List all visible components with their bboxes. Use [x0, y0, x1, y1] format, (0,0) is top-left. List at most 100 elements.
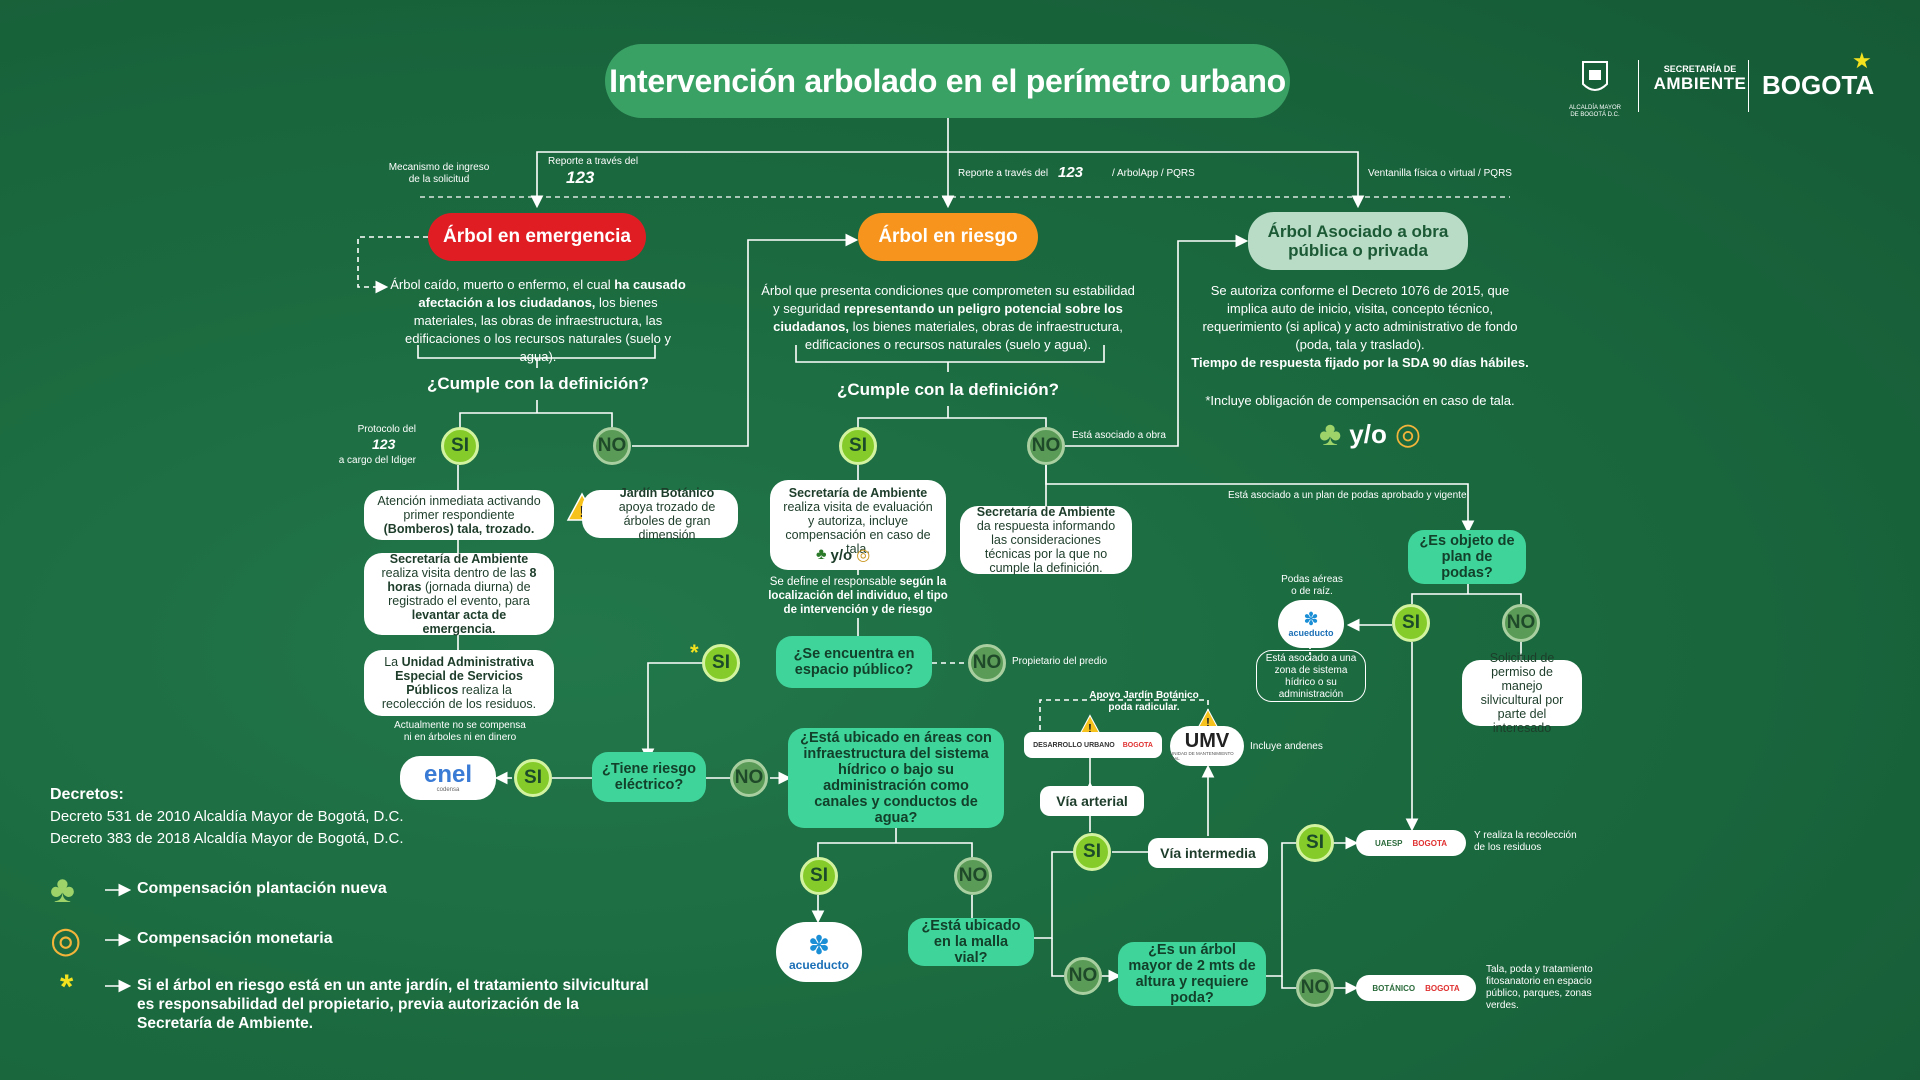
tree-icon: ♣	[1318, 414, 1342, 453]
header-divider	[1748, 60, 1749, 112]
star-icon: ★	[1852, 48, 1872, 73]
owner-label: Propietario del predio	[1012, 656, 1108, 667]
risk-si-bold: Secretaría de Ambiente	[788, 486, 928, 500]
intake-window-label: Ventanilla física o virtual / PQRS	[1368, 168, 1512, 179]
risk-desc-post: los bienes materiales, obras de infraest…	[804, 319, 1123, 352]
pruning-no-circle: NO	[1502, 604, 1540, 642]
protocol-label: Protocolo del	[357, 424, 416, 435]
andenes-label: Incluye andenes	[1250, 741, 1323, 752]
risk-no-circle: NO	[1027, 427, 1065, 465]
enel-label: enel	[423, 761, 473, 788]
jardin-rest: apoya trozado de árboles de gran dimensi…	[618, 500, 716, 542]
works-description: Se autoriza conforme el Decreto 1076 de …	[1190, 282, 1530, 372]
uaesp-note: Y realiza la recolección de los residuos	[1474, 830, 1577, 853]
risk-si-box: Secretaría de Ambiente realiza visita de…	[770, 480, 946, 570]
road-question: ¿Está ubicado en la malla vial?	[908, 918, 1034, 966]
firefighters-text: Atención inmediata activando primer resp…	[374, 494, 544, 536]
firefighters-pre: Atención inmediata activando primer resp…	[377, 494, 541, 522]
alcaldia-logo: ALCALDÍA MAYOR DE BOGOTÁ D.C.	[1565, 58, 1625, 118]
frog-icon: ✽	[1303, 609, 1319, 629]
works-note: *Incluye obligación de compensación en c…	[1205, 393, 1515, 408]
aereas-label: Podas aéreas o de raíz.	[1281, 574, 1343, 597]
height-question: ¿Es un árbol mayor de 2 mts de altura y …	[1118, 942, 1266, 1006]
works-desc: Se autoriza conforme el Decreto 1076 de …	[1202, 283, 1518, 352]
asociado-plan-label: Está asociado a un plan de podas aprobad…	[1228, 490, 1467, 501]
uaesp-t1: La	[384, 655, 402, 669]
risk-desc-bold: representando un peligro potencial sobre…	[773, 301, 1123, 334]
acueducto-label: acueducto	[1288, 628, 1334, 638]
risk-question: ¿Cumple con la definición?	[837, 380, 1059, 399]
secretaria-small-label: SECRETARÍA DE	[1663, 64, 1737, 74]
public-space-si-circle: SI	[702, 644, 740, 682]
emergency-desc-post: los bienes materiales, las obras de infr…	[405, 295, 671, 364]
svg-text:!: !	[1088, 722, 1092, 735]
sda-visit-text: Secretaría de Ambiente realiza visita de…	[374, 552, 544, 636]
badge-123-icon: 123	[372, 436, 396, 452]
umv-sub: UNIDAD DE MANTENIMIENTO VIAL	[1170, 751, 1234, 761]
coat-of-arms-icon	[1582, 61, 1608, 91]
coins-icon: ◎	[1394, 417, 1422, 451]
legend-money: Compensación monetaria	[137, 930, 333, 947]
jardin-label: BOTÁNICO	[1372, 983, 1416, 993]
uaesp-t2: realiza la recolección de los residuos.	[381, 683, 537, 711]
risk-si-circle: SI	[839, 427, 877, 465]
svg-text:!: !	[1206, 716, 1210, 729]
risk-desc-pre: Árbol que presenta condiciones que compr…	[761, 283, 1135, 316]
asterisk-icon: *	[690, 640, 699, 665]
legend-star: Si el árbol en riesgo está en un ante ja…	[137, 977, 649, 1032]
apoyo-label: Apoyo Jardín Botánico poda radicular.	[1089, 690, 1199, 713]
emergency-question: ¿Cumple con la definición?	[427, 374, 649, 393]
emergency-firefighters-box: Atención inmediata activando primer resp…	[364, 490, 554, 540]
jardin-support-box: Jardín Botánico apoya trozado de árboles…	[582, 486, 738, 542]
uaesp-text: La Unidad Administrativa Especial de Ser…	[374, 655, 544, 711]
enel-logo: enel codensa	[400, 756, 496, 800]
intake-123-label: Reporte a través del	[548, 156, 639, 167]
works-compensation-icons: ♣ y/o ◎	[1300, 412, 1440, 456]
pruning-no-box: Solicitud de permiso de manejo silvicult…	[1462, 651, 1582, 735]
emergency-uaesp-box: La Unidad Administrativa Especial de Ser…	[364, 650, 554, 716]
height-no-circle: NO	[1296, 969, 1334, 1007]
acueducto-logo: ✽ acueducto	[1278, 600, 1344, 648]
sda-b2: 8 horas	[387, 566, 537, 594]
road-si-circle: SI	[1073, 833, 1111, 871]
jardin-logo: BOTÁNICO BOGOTA	[1356, 975, 1476, 1001]
risk-pill: Árbol en riesgo	[858, 213, 1038, 261]
decree-2: Decreto 383 de 2018 Alcaldía Mayor de Bo…	[50, 830, 404, 847]
electric-no-circle: NO	[730, 759, 768, 797]
intake-mid-suffix: / ArbolApp / PQRS	[1112, 168, 1195, 179]
bogota-logo: BOGOTA	[1762, 70, 1875, 100]
risk-si-rest: realiza visita de evaluación y autoriza,…	[783, 500, 933, 556]
header-divider	[1638, 60, 1639, 112]
risk-no-rest: da respuesta informando las consideracio…	[976, 519, 1116, 575]
arterial-box: Vía arterial	[1040, 786, 1144, 816]
alcaldia-label: ALCALDÍA MAYOR DE BOGOTÁ D.C.	[1569, 105, 1621, 118]
sda-b1: Secretaría de Ambiente	[389, 552, 529, 566]
public-space-no-circle: NO	[968, 644, 1006, 682]
water-si-circle: SI	[800, 857, 838, 895]
jardin-note: Tala, poda y tratamiento fitosanatorio e…	[1486, 964, 1593, 1011]
jardin-support-text: Jardín Botánico apoya trozado de árboles…	[606, 486, 728, 542]
tree-icon: ♣	[816, 546, 827, 563]
risk-yo: y/o	[830, 546, 853, 564]
emergency-si-circle: SI	[441, 427, 479, 465]
risk-description: Árbol que presenta condiciones que compr…	[758, 282, 1138, 354]
electric-question: ¿Tiene riesgo eléctrico?	[592, 752, 706, 802]
uaesp-logo: UAESP BOGOTA	[1356, 830, 1466, 856]
coins-icon: ◎	[50, 919, 82, 960]
decree-1: Decreto 531 de 2010 Alcaldía Mayor de Bo…	[50, 808, 404, 825]
works-yo: y/o	[1349, 418, 1387, 449]
asociado-obra-label: Está asociado a obra	[1072, 430, 1166, 441]
acueducto-label: acueducto	[788, 958, 849, 972]
emergency-sda-box: Secretaría de Ambiente realiza visita de…	[364, 552, 554, 636]
frog-icon: ✽	[808, 930, 830, 960]
firefighters-bold: (Bomberos) tala, trozado.	[383, 522, 535, 536]
enel-sub: codensa	[436, 787, 460, 793]
decrees-title: Decretos:	[50, 786, 124, 803]
badge-123-icon: 123	[566, 168, 595, 187]
responsible-bold: según la localización del individuo, el …	[768, 576, 948, 616]
emergency-desc-bold: ha causado afectación a los ciudadanos,	[418, 277, 686, 310]
intake-mid-label: Reporte a través del	[958, 168, 1049, 179]
road-no-circle: NO	[1064, 957, 1102, 995]
